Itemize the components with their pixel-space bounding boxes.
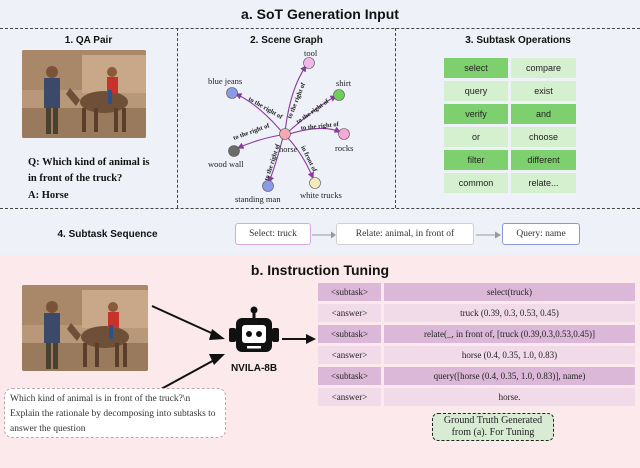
label-tool: tool (304, 48, 318, 58)
sequence-arrow (312, 231, 336, 239)
edge-label-jeans: to the right of (247, 96, 284, 122)
instruction-prompt: Which kind of animal is in front of the … (4, 388, 226, 438)
table-value: relate(_, in front of, [truck (0.39,0.3,… (384, 325, 635, 343)
edge-to-trucks (286, 136, 314, 180)
label-wood-wall: wood wall (208, 159, 244, 169)
op-chip: compare (511, 58, 576, 78)
table-tag: <subtask> (318, 283, 381, 301)
node-rocks (338, 128, 350, 140)
label-rocks: rocks (335, 143, 353, 153)
op-chip: verify (444, 104, 508, 124)
op-chip: filter (444, 150, 508, 170)
op-chip: or (444, 127, 508, 147)
label-horse: horse (279, 144, 298, 154)
subtask-ops-grid: select compare query exist verify and or… (444, 58, 578, 198)
op-chip: select (444, 58, 508, 78)
qa-answer: A: Horse (28, 190, 69, 201)
divider (395, 28, 396, 208)
output-arrow (282, 334, 316, 344)
edge-to-tool (284, 65, 307, 133)
op-chip: relate... (511, 173, 576, 193)
input-arrow (151, 305, 225, 340)
edge-to-rocks (288, 126, 341, 135)
sequence-step-relate: Relate: animal, in front of (336, 223, 474, 245)
part-a-title: a. SoT Generation Input (241, 6, 399, 22)
scene-graph-nodes (226, 57, 350, 192)
edge-label-rocks: to the right of (300, 121, 339, 132)
edge-to-jeans (234, 93, 283, 133)
table-value: horse (0.4, 0.35, 1.0, 0.83) (384, 346, 635, 364)
table-value: select(truck) (384, 283, 635, 301)
label-standing-man: standing man (235, 194, 281, 204)
robot-icon (229, 306, 279, 352)
divider (177, 28, 178, 208)
scene-graph: to the right of to the right of to the r… (208, 48, 353, 204)
op-chip: query (444, 81, 508, 101)
node-wood-wall (228, 145, 240, 157)
op-chip: and (511, 104, 576, 124)
node-blue-jeans (226, 87, 238, 99)
label-white-trucks: white trucks (300, 190, 342, 200)
scene-graph-edges (234, 65, 341, 184)
label-shirt: shirt (336, 78, 352, 88)
model-name: NVILA-8B (230, 363, 278, 374)
op-chip: choose (511, 127, 576, 147)
edge-to-wall (236, 134, 282, 149)
sequence-arrows (312, 231, 501, 239)
table-tag: <answer> (318, 346, 381, 364)
table-tag: <answer> (318, 388, 381, 406)
table-tag: <answer> (318, 304, 381, 322)
tuning-photo (22, 285, 148, 371)
op-chip: common (444, 173, 508, 193)
table-tag: <subtask> (318, 367, 381, 385)
edge-to-shirt (287, 95, 337, 133)
divider (0, 28, 640, 29)
horse-rider-image (22, 285, 148, 371)
sequence-step-select: Select: truck (235, 223, 311, 245)
qa-pair-title: 1. QA Pair (64, 35, 113, 46)
horse-rider-image (22, 50, 146, 138)
subtask-sequence-title: 4. Subtask Sequence (57, 229, 158, 240)
node-white-trucks (309, 177, 321, 189)
node-horse (279, 128, 291, 140)
label-blue-jeans: blue jeans (208, 76, 242, 86)
sequence-arrow (476, 231, 501, 239)
table-value: truck (0.39, 0.3, 0.53, 0.45) (384, 304, 635, 322)
part-b-title: b. Instruction Tuning (250, 262, 390, 278)
ground-truth-note: Ground Truth Generated from (a). For Tun… (432, 413, 554, 441)
qa-question: Q: Which kind of animal is in front of t… (28, 157, 150, 184)
subtask-ops-title: 3. Subtask Operations (465, 35, 571, 46)
op-chip: exist (511, 81, 576, 101)
node-shirt (333, 89, 345, 101)
edge-to-man (267, 136, 284, 184)
qa-photo (22, 50, 146, 138)
table-value: query([horse (0.4, 0.35, 1.0, 0.83)], na… (384, 367, 635, 385)
node-tool (303, 57, 315, 69)
table-tag: <subtask> (318, 325, 381, 343)
node-standing-man (262, 180, 274, 192)
sequence-step-query: Query: name (502, 223, 580, 245)
op-chip: different (511, 150, 576, 170)
divider (0, 208, 640, 209)
table-value: horse. (384, 388, 635, 406)
scene-graph-title: 2. Scene Graph (250, 35, 323, 46)
scene-graph-node-labels: tool blue jeans shirt horse rocks wood w… (208, 48, 353, 204)
output-table: <subtask> select(truck) <answer> truck (… (318, 283, 636, 413)
